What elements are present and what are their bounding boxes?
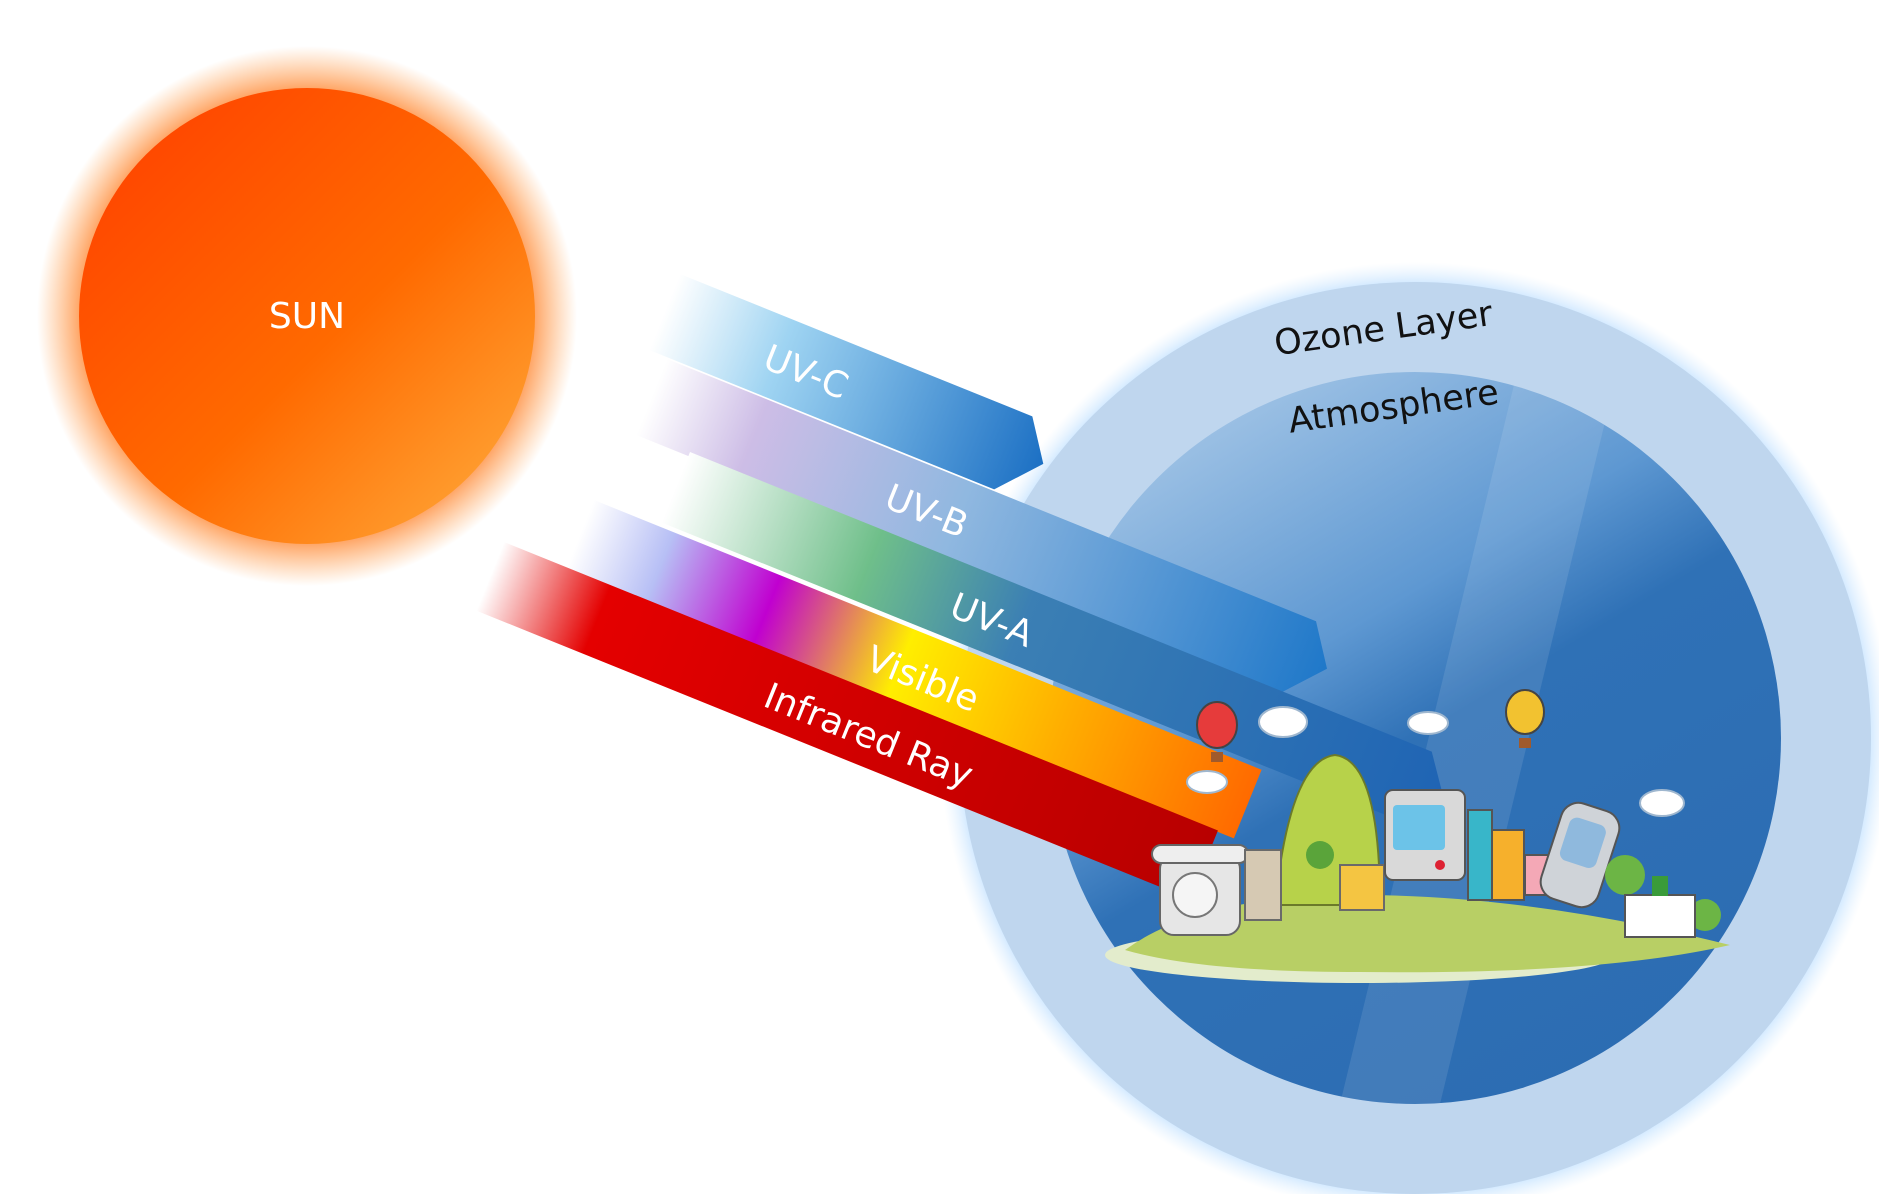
cloud-icon bbox=[1407, 711, 1449, 735]
hot-air-balloon-icon bbox=[1505, 689, 1545, 748]
ray-infrared-arrow bbox=[476, 542, 1218, 900]
hot-air-balloon-icon bbox=[1196, 701, 1238, 762]
ray-visible-arrow bbox=[566, 500, 1262, 839]
ray-uvc-arrow bbox=[649, 274, 1044, 490]
ray-visible: Visible bbox=[566, 500, 1262, 839]
building bbox=[1244, 849, 1282, 921]
ray-uvb-arrow bbox=[636, 359, 1328, 695]
ray-uva: UV-A bbox=[661, 452, 1444, 820]
ray-uva-arrow bbox=[661, 452, 1444, 820]
tree bbox=[1605, 855, 1645, 895]
building bbox=[1467, 809, 1493, 901]
tree bbox=[1689, 899, 1721, 931]
sun: SUN bbox=[37, 46, 577, 586]
mobile-phone-icon bbox=[1539, 801, 1621, 909]
television-icon bbox=[1384, 789, 1466, 881]
cloud-icon bbox=[1639, 789, 1685, 817]
earth-surface-town bbox=[1105, 689, 1730, 983]
cloud-icon bbox=[1186, 770, 1228, 794]
cloud-icon bbox=[1258, 706, 1308, 738]
sun-disc bbox=[79, 88, 535, 544]
hospital-icon bbox=[1624, 876, 1696, 938]
building bbox=[1491, 829, 1525, 901]
sun-label: SUN bbox=[269, 296, 345, 337]
telephone-icon bbox=[1151, 844, 1249, 936]
tree bbox=[1306, 841, 1334, 869]
house bbox=[1339, 864, 1385, 911]
ray-uvc: UV-C bbox=[649, 274, 1044, 490]
rays: UV-C UV-B UV-A Visible Infrared Ray bbox=[476, 274, 1444, 900]
